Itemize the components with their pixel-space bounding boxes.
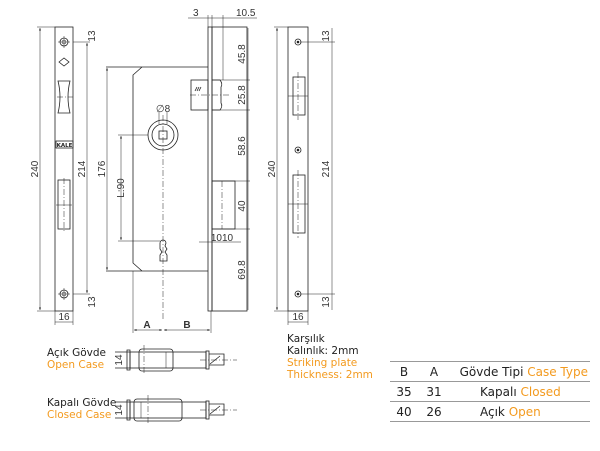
screw-hole-icon [294,290,302,298]
screw-hole-icon [58,36,70,48]
header-case-type: Gövde Tipi Case Type [450,361,590,382]
svg-text:13: 13 [321,30,332,42]
svg-text:16: 16 [58,312,70,323]
svg-text:45.8: 45.8 [237,44,248,64]
striking-plate-note: Karşılık Kalınlık: 2mm Striking plate Th… [287,333,373,381]
closed-case-label-tr: Kapalı Gövde [47,397,117,409]
follower-hub: ∅8 [147,104,179,320]
header-type-en: Case Type [527,364,588,379]
screw-hole-icon [58,288,70,300]
screw-hole-icon [294,38,302,46]
closed-case-label-en: Closed Case [47,409,112,421]
header-type-tr: Gövde Tipi [459,364,524,379]
svg-text:40: 40 [237,200,248,212]
kale-logo [55,140,74,149]
svg-text:1010: 1010 [211,233,234,244]
type-en: Open [508,404,541,419]
open-case-label-tr: Açık Gövde [47,347,107,359]
svg-text:240: 240 [267,160,278,177]
svg-text:10.5: 10.5 [236,8,256,19]
table-row: 40 26 Açık Open [390,401,590,422]
bolt [211,180,236,230]
svg-text:58.6: 58.6 [237,136,248,156]
screw-hole-icon [294,146,302,154]
open-case-label-en: Open Case [47,359,105,371]
svg-text:3: 3 [193,8,199,19]
striker-note-tr1: Karşılık [287,333,325,345]
svg-text:13: 13 [321,296,332,308]
svg-text:176: 176 [97,160,108,177]
svg-text:B: B [183,320,190,331]
case-type-table: B A Gövde Tipi Case Type 35 31 Kapalı Cl… [390,361,590,422]
svg-text:∅8: ∅8 [156,104,171,115]
cell-a: 31 [418,381,450,402]
latch-slot [57,80,71,114]
cell-type: Açık Open [450,401,590,422]
svg-text:214: 214 [77,160,88,177]
type-tr: Açık [480,404,505,419]
striker-note-en1: Striking plate [287,357,358,369]
svg-text:214: 214 [321,160,332,177]
table-header-row: B A Gövde Tipi Case Type [390,361,590,382]
striker-note-en2: Thickness: 2mm [287,369,373,381]
keyhole [159,239,168,262]
svg-text:L:90: L:90 [116,178,127,198]
header-b: B [390,361,418,382]
cell-a: 26 [418,401,450,422]
open-case-label: Açık Gövde Open Case [47,347,106,371]
striking-plate-view: 240 214 13 13 16 [267,26,335,325]
tse-logo-icon [58,57,70,67]
type-en: Closed [520,384,561,399]
svg-text:KALE: KALE [57,143,73,149]
cell-b: 40 [390,401,418,422]
faceplate-front-view: 240 214 13 13 KALE 16 [30,26,98,325]
svg-text:240: 240 [30,160,41,177]
closed-case-label: Kapalı Gövde Closed Case [47,397,116,421]
svg-text:13: 13 [87,30,98,42]
closed-case-top-view: 14 [114,395,237,425]
svg-text:A: A [143,320,150,331]
lock-body-side-view: 176 ∅8 L:90 45.8 25.8 58.6 40 69.8 1010 [97,8,257,333]
svg-text:13: 13 [87,296,98,308]
open-case-top-view: 14 [114,345,237,375]
svg-text:14: 14 [114,354,125,366]
svg-text:14: 14 [114,404,125,416]
cell-b: 35 [390,381,418,402]
table-row: 35 31 Kapalı Closed [390,381,590,402]
svg-text:69.8: 69.8 [237,260,248,280]
svg-text:16: 16 [292,312,304,323]
cell-type: Kapalı Closed [450,381,590,402]
striker-note-tr2: Kalınlık: 2mm [287,345,359,357]
type-tr: Kapalı [480,384,517,399]
svg-text:25.8: 25.8 [237,85,248,105]
header-a: A [418,361,450,382]
